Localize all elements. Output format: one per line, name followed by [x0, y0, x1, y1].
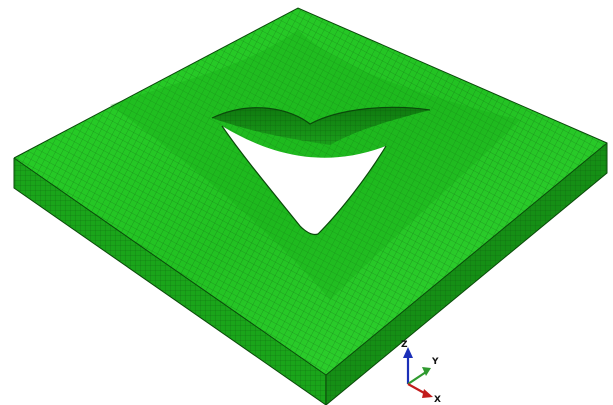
plate-outline [13, 7, 608, 405]
triad-x-label: X [434, 395, 441, 405]
triad-y-axis [407, 371, 427, 385]
depression-rim [211, 106, 431, 125]
triad-y-arrowhead [422, 367, 431, 376]
triad-x-arrowhead [422, 389, 433, 398]
coordinate-triad: Z Y X [401, 340, 441, 405]
triangular-hole [222, 126, 386, 235]
hole-inner-wall-mesh [212, 107, 430, 145]
triad-y-label: Y [431, 357, 439, 367]
triad-z-arrowhead [403, 347, 413, 358]
plate-right-side-mesh [326, 143, 607, 405]
triad-z-label: Z [401, 340, 408, 350]
triad-x-axis [407, 383, 427, 395]
hole-front-edge [221, 125, 387, 236]
plate-left-side-mesh [14, 158, 326, 405]
